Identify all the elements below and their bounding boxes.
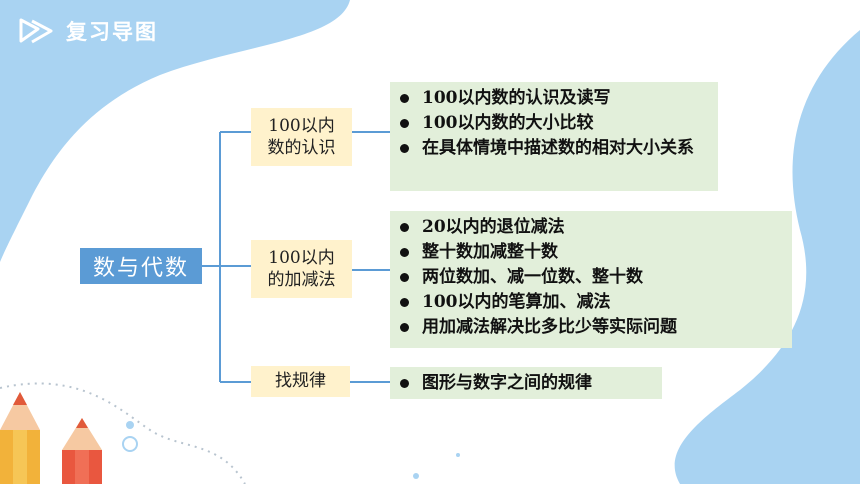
list-item: 两位数加、减一位数、整十数 [400,265,784,290]
right-blob [674,30,860,484]
ring-circle [122,436,138,452]
category-label: 找规律 [275,371,326,392]
bullet-icon [400,273,409,282]
root-node: 数与代数 [80,248,202,284]
detail-box-addition-subtraction: 20以内的退位减法 整十数加减整十数 两位数加、减一位数、整十数 100以内的笔… [390,211,792,348]
list-item: 整十数加减整十数 [400,240,784,265]
category-label: 100以内 数的认识 [267,115,336,158]
list-item: 图形与数字之间的规律 [400,371,654,396]
category-label: 100以内 的加减法 [267,247,336,290]
dot-circle [126,421,134,429]
header: 复习导图 [18,16,158,46]
bullet-icon [400,144,409,153]
list-item: 100以内数的认识及读写 [400,86,710,111]
triangle-logo-icon [19,18,53,44]
top-left-blob [0,0,350,262]
pencil-icon [62,418,102,484]
page-title: 复习导图 [66,20,158,44]
category-node-addition-subtraction: 100以内 的加减法 [251,240,352,298]
bullet-icon [400,379,409,388]
small-dot [413,473,419,479]
list-item: 100以内的笔算加、减法 [400,290,784,315]
bullet-icon [400,119,409,128]
detail-box-number-recognition: 100以内数的认识及读写 100以内数的大小比较 在具体情境中描述数的相对大小关… [390,82,718,191]
category-node-number-recognition: 100以内 数的认识 [251,108,352,166]
bullet-icon [400,323,409,332]
list-item: 100以内数的大小比较 [400,111,710,136]
dotted-curve [0,382,246,484]
detail-box-patterns: 图形与数字之间的规律 [390,367,662,399]
small-dot [456,453,460,457]
bullet-icon [400,94,409,103]
bullet-icon [400,248,409,257]
list-item: 用加减法解决比多比少等实际问题 [400,315,784,340]
pencil-icon [0,392,40,484]
bullet-icon [400,223,409,232]
list-item: 在具体情境中描述数的相对大小关系 [400,136,710,161]
list-item: 20以内的退位减法 [400,215,784,240]
bullet-icon [400,298,409,307]
category-node-patterns: 找规律 [251,366,350,397]
